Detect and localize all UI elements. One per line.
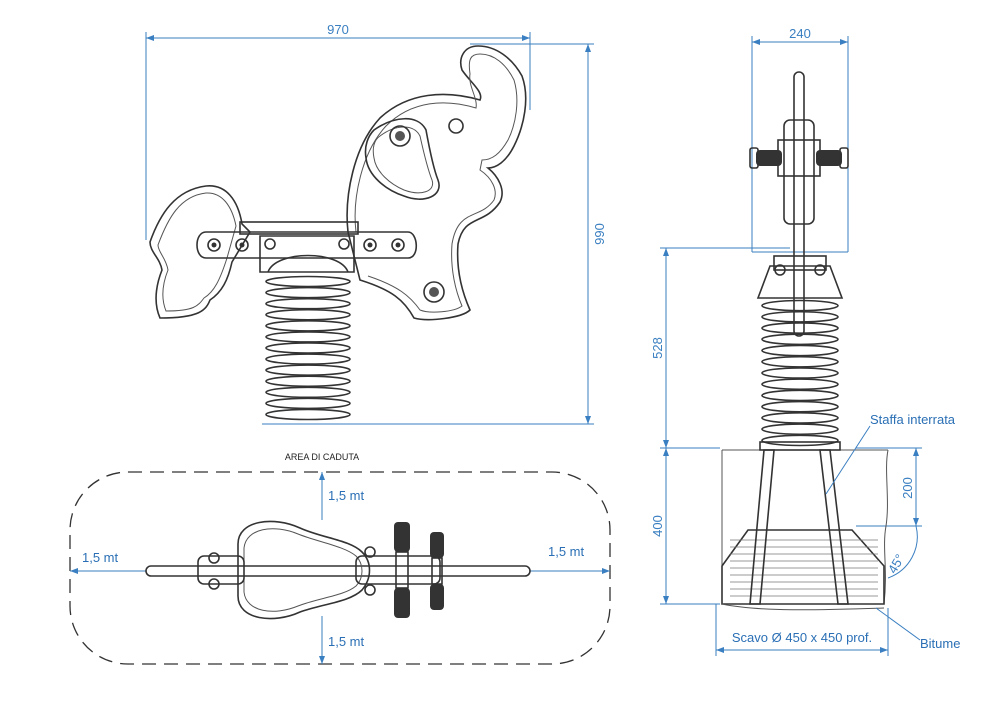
elephant-rear-body [149,185,252,319]
spring-coil [761,355,839,368]
spring-coil [265,331,351,343]
spring-coil [761,322,839,334]
spring-coil [761,344,839,357]
spring-coil [265,308,351,321]
clearance-bottom: 1,5 mt [319,616,365,664]
spring-coil [761,400,839,413]
spring-side [761,299,839,447]
elephant-head [346,45,527,321]
clearance-left: 1,5 mt [70,550,146,574]
seat-bar [196,221,418,259]
spring-coil [265,342,351,354]
spring-coil [265,375,351,388]
elephant-eye [448,118,464,134]
spring-bracket [259,235,355,273]
handle-assembly [749,71,849,337]
spring-coil [265,397,351,410]
dim-200-label: 200 [900,477,915,499]
spring-front [265,275,351,421]
dimension-height-990: 990 [262,43,607,425]
dimension-width-970: 970 [145,22,531,240]
spring-coil [265,364,351,376]
spring-coil [265,386,351,399]
dim-400-label: 400 [650,515,665,537]
label-staffa: Staffa interrata [825,412,956,495]
front-view: 970 990 [145,22,607,425]
spring-coil [761,434,839,447]
clearance-bottom-label: 1,5 mt [328,634,365,649]
clearance-top-label: 1,5 mt [328,488,365,503]
spring-coil [761,423,839,436]
dim-240-label: 240 [789,26,811,41]
spring-coil [265,353,351,365]
plan-view: AREA DI CADUTA 1,5 mt 1,5 mt 1,5 mt 1,5 … [69,452,611,665]
side-view: 240 528 400 200 [650,26,960,656]
spring-coil [265,320,351,332]
spring-coil [761,299,839,312]
spring-coil [761,333,839,346]
dimension-depth-200: 200 [856,447,922,527]
scavo-label: Scavo Ø 450 x 450 prof. [732,630,872,645]
dim-990-label: 990 [592,223,607,245]
elephant-ear [364,118,440,200]
clearance-left-label: 1,5 mt [82,550,119,565]
label-bitume: Bitume [875,607,960,651]
angle-45: 45° [885,525,918,579]
dim-528-label: 528 [650,337,665,359]
dimension-width-240: 240 [751,26,849,253]
spring-coil [265,286,351,299]
spring-coil [761,378,839,391]
fall-area-boundary [69,471,611,665]
angle-45-label: 45° [885,551,908,576]
spring-coil [761,389,839,402]
foundation [721,441,889,611]
dimension-height-528: 528 [650,247,790,449]
area-title: AREA DI CADUTA [285,452,359,462]
clearance-right: 1,5 mt [530,544,610,574]
label-scavo: Scavo Ø 450 x 450 prof. [715,604,889,656]
clearance-right-label: 1,5 mt [548,544,585,559]
bolt-lower [423,281,445,303]
spring-coil [761,310,839,323]
spring-coil [761,367,839,379]
spring-coil [265,408,351,421]
bitume-label: Bitume [920,636,960,651]
spring-coil [265,297,351,310]
rocker-top-view [145,520,531,620]
dim-970-label: 970 [327,22,349,37]
spring-coil [761,412,839,424]
dimension-depth-400: 400 [650,448,720,605]
clearance-top: 1,5 mt [319,472,365,520]
bolt-upper [389,125,411,147]
staffa-label: Staffa interrata [870,412,956,427]
spring-coil [265,275,351,288]
